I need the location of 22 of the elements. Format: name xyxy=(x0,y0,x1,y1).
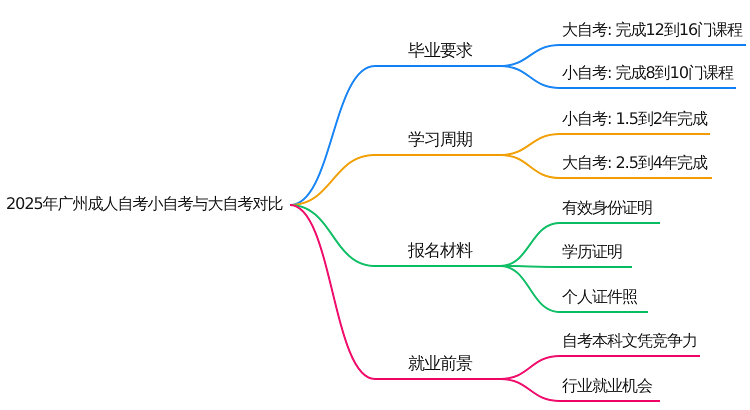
leaf-topic: 大自考: 2.5到4年完成 xyxy=(560,149,712,179)
leaf-topic: 小自考: 完成8到10门课程 xyxy=(560,59,736,89)
branch-topic: 毕业要求 xyxy=(375,37,500,67)
branch-topic: 就业前景 xyxy=(375,350,500,380)
leaf-topic: 自考本科文凭竞争力 xyxy=(560,327,700,357)
branch-topic: 报名材料 xyxy=(375,237,500,267)
leaf-topic: 小自考: 1.5到2年完成 xyxy=(560,105,710,135)
leaf-topic: 个人证件照 xyxy=(560,283,648,313)
leaf-topic: 行业就业机会 xyxy=(560,372,660,402)
connector-curve xyxy=(290,204,376,380)
connector-curve xyxy=(500,378,560,402)
connector-curve xyxy=(500,265,560,313)
leaf-topic: 有效身份证明 xyxy=(560,194,660,224)
connector-curve xyxy=(500,154,560,179)
branch-topic: 学习周期 xyxy=(375,126,500,156)
leaf-topic: 学历证明 xyxy=(560,238,632,268)
root-topic: 2025年广州成人自考小自考与大自考对比 xyxy=(6,190,290,220)
connector-curve xyxy=(290,204,376,267)
connector-curve xyxy=(500,65,560,89)
connector-curve xyxy=(290,65,376,206)
leaf-topic: 大自考: 完成12到16门课程 xyxy=(560,16,746,46)
connector-curve xyxy=(500,265,560,268)
